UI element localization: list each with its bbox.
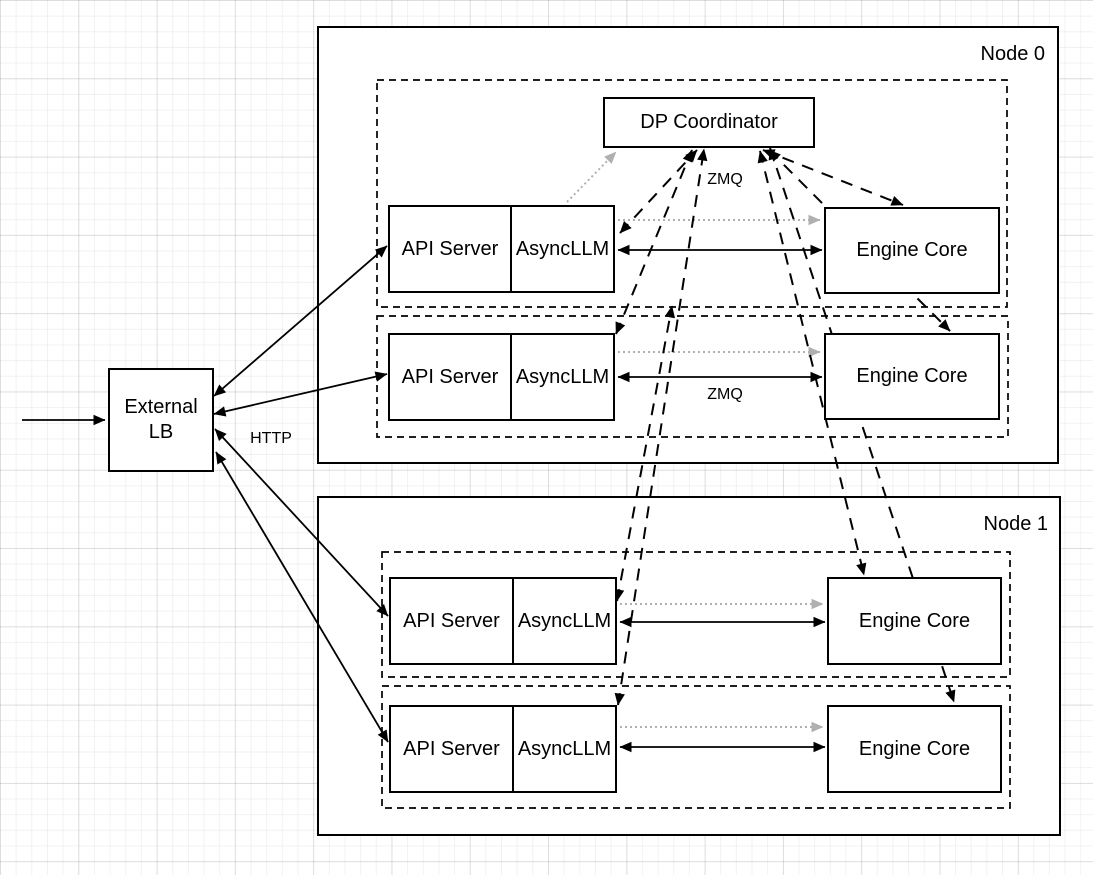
node0-group-row1 (376, 79, 1008, 308)
engine-core-box-node0-row2: Engine Core (824, 333, 1000, 420)
engine-core-box-node0-row1: Engine Core (824, 207, 1000, 294)
asyncllm-cell: AsyncLLM (515, 365, 610, 388)
engine-core-box-node1-row2: Engine Core (827, 705, 1002, 793)
api-server-cell: API Server (391, 707, 514, 791)
api-asyncllm-box-node0-row1: API Server AsyncLLM (388, 205, 615, 293)
node0-label: Node 0 (980, 43, 1046, 65)
dp-coordinator-box: DP Coordinator (603, 97, 815, 148)
dp-coordinator-label: DP Coordinator (640, 111, 778, 133)
zmq-label-engine: ZMQ (707, 386, 743, 403)
external-lb-label: External LB (124, 396, 198, 443)
zmq-label-coordinator: ZMQ (707, 171, 743, 188)
node1-label: Node 1 (983, 513, 1049, 535)
http-arrow-node1-row2 (215, 451, 389, 743)
coordinator-link-asyncllm-node1-row2 (614, 148, 708, 706)
api-asyncllm-box-node1-row1: API Server AsyncLLM (389, 577, 617, 665)
engine-core-box-node1-row1: Engine Core (827, 577, 1002, 665)
external-lb-box: External LB (108, 368, 214, 472)
handshake-arrow-coordinator (566, 151, 617, 203)
http-arrow-node0-row1 (213, 245, 388, 397)
http-arrow-node0-row2 (213, 371, 388, 417)
asyncllm-cell: AsyncLLM (515, 237, 610, 260)
api-server-cell: API Server (391, 579, 514, 663)
asyncllm-cell: AsyncLLM (517, 737, 612, 760)
api-asyncllm-box-node1-row2: API Server AsyncLLM (389, 705, 617, 793)
api-asyncllm-box-node0-row2: API Server AsyncLLM (388, 333, 615, 421)
api-server-cell: API Server (390, 335, 512, 419)
asyncllm-cell: AsyncLLM (517, 609, 612, 632)
api-server-cell: API Server (390, 207, 512, 291)
http-label: HTTP (250, 430, 292, 447)
